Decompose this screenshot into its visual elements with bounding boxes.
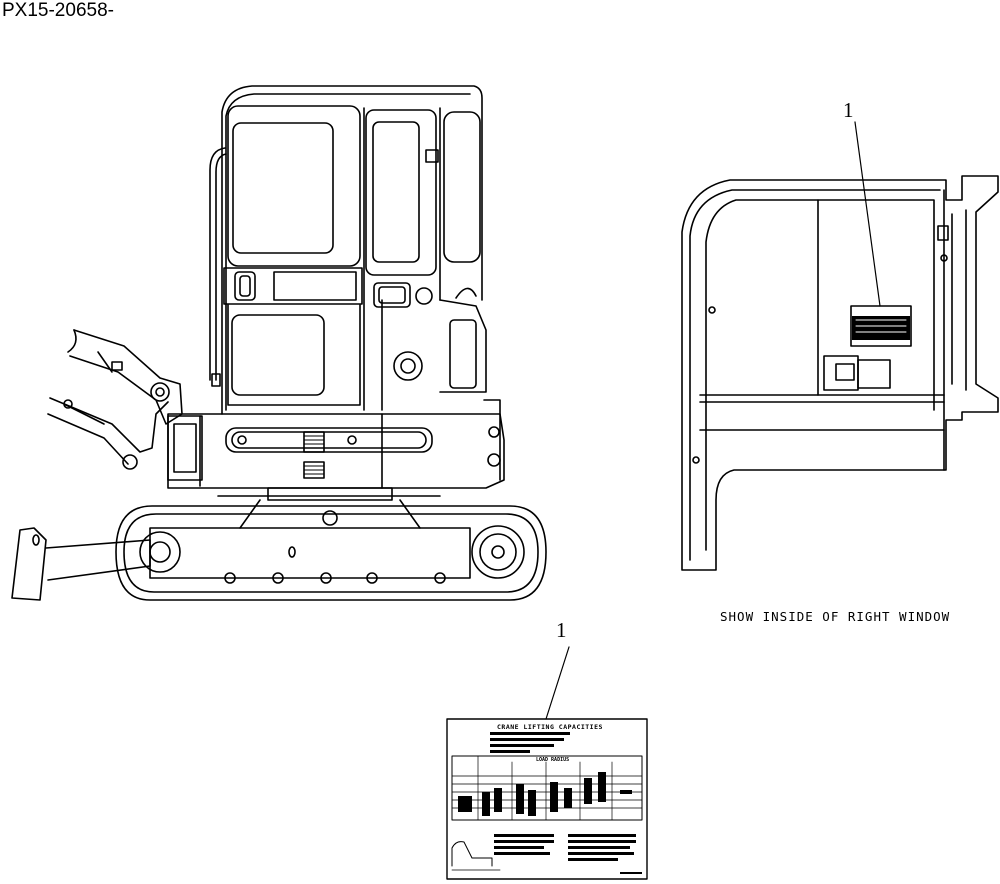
excavator-side-view [11,85,547,601]
callout-label-decal: 1 [556,618,567,642]
decal-title: CRANE LIFTING CAPACITIES [497,723,603,731]
cab [209,85,487,415]
track [115,499,547,601]
cab-interior-view [681,121,999,571]
decal-detail [446,646,648,880]
decal-table-header: LOAD RADIUS [536,757,570,763]
upper-body [167,399,505,501]
view-caption: SHOW INSIDE OF RIGHT WINDOW [720,609,951,624]
dozer-blade [11,527,151,601]
drawing-id: PX15-20658- [2,0,114,21]
callout-label-window: 1 [843,98,854,122]
boom [47,329,203,481]
